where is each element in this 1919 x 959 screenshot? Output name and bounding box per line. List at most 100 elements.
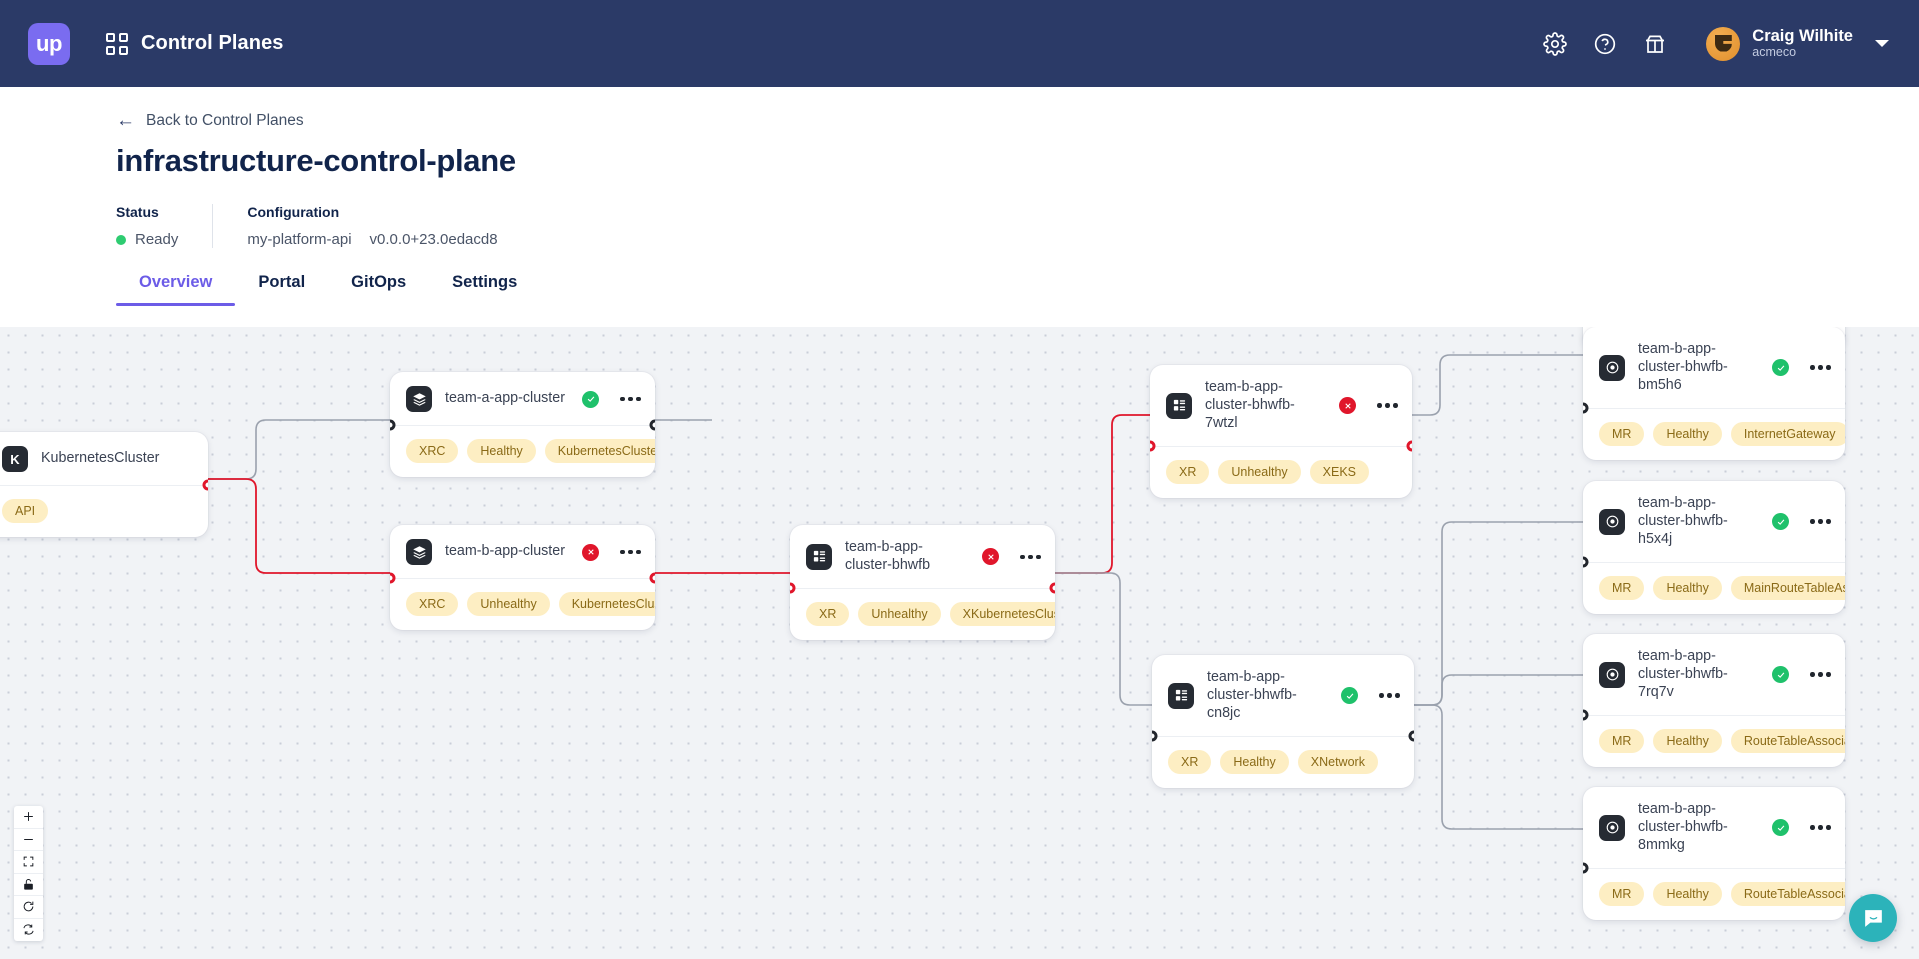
configuration-version: v0.0.0+23.0edacd8 [369, 231, 498, 248]
connection-handle[interactable] [1152, 730, 1158, 742]
node-more-options-button[interactable] [1802, 519, 1831, 525]
node-chip: Unhealthy [1218, 459, 1301, 484]
node-chips: MRHealthyRouteTableAssociation [1583, 867, 1845, 920]
node-more-options-button[interactable] [1012, 554, 1041, 560]
marketplace-icon[interactable] [1642, 31, 1668, 57]
node-more-options-button[interactable] [612, 396, 641, 402]
connection-handle[interactable] [649, 572, 655, 584]
status-unhealthy-icon [1339, 397, 1357, 415]
connection-handle[interactable] [1583, 862, 1589, 874]
connection-handle[interactable] [202, 479, 208, 491]
connection-handle[interactable] [1583, 556, 1589, 568]
node-chip: RouteTableAssociation [1730, 728, 1845, 753]
help-question-icon[interactable] [1592, 31, 1618, 57]
status-block: Status Ready [116, 204, 212, 248]
node-more-options-button[interactable] [1369, 403, 1398, 409]
upbound-logo[interactable]: up [28, 22, 70, 65]
zoom-out-button[interactable] [14, 829, 43, 851]
page-title: infrastructure-control-plane [116, 143, 516, 178]
configuration-name[interactable]: my-platform-api [247, 231, 352, 248]
fit-view-button[interactable] [14, 851, 43, 874]
mr-target-icon [1599, 508, 1625, 535]
node-chip: KubernetesCluster [544, 439, 655, 463]
xr-grid-icon [806, 543, 832, 570]
node-chips: MRHealthyMainRouteTableAssociation [1583, 561, 1845, 614]
graph-edges [208, 354, 1583, 830]
node-chips: XR Unhealthy XEKS [1150, 445, 1412, 498]
node-chip: XR [1166, 459, 1210, 484]
lock-button[interactable] [14, 874, 43, 896]
user-name: Craig Wilhite [1752, 26, 1853, 45]
node-more-options-button[interactable] [612, 549, 641, 555]
sync-button[interactable] [14, 919, 43, 942]
page-header: ← Back to Control Planes infrastructure-… [0, 87, 1919, 306]
refresh-button[interactable] [14, 896, 43, 919]
connection-handle[interactable] [649, 419, 655, 431]
chat-launcher-button[interactable] [1849, 894, 1897, 942]
nav-control-planes[interactable]: Control Planes [106, 32, 284, 55]
connection-handle[interactable] [390, 419, 396, 431]
node-chip: Unhealthy [858, 601, 941, 626]
connection-handle[interactable] [1408, 730, 1414, 742]
connection-handle[interactable] [790, 582, 796, 594]
user-menu[interactable]: Craig Wilhite acmeco [1706, 26, 1889, 61]
node-chip: Unhealthy [467, 592, 550, 616]
settings-gear-icon[interactable] [1542, 31, 1568, 57]
configuration-label: Configuration [247, 204, 340, 220]
node-chip: Healthy [1653, 421, 1722, 446]
node-chip: XR [806, 601, 850, 626]
node-name: KubernetesCluster [41, 450, 160, 467]
tab-settings[interactable]: Settings [452, 273, 518, 291]
chevron-down-icon[interactable] [1875, 40, 1889, 47]
status-label: Status [116, 204, 159, 220]
connection-handle[interactable] [1583, 709, 1589, 721]
status-healthy-icon [1772, 666, 1790, 684]
node-chip: MR [1599, 421, 1645, 446]
node-name: team-b-app-cluster-bhwfb-cn8jc [1207, 669, 1297, 721]
status-healthy-icon [1341, 687, 1359, 705]
connection-handle[interactable] [1150, 440, 1156, 452]
node-name: team-b-app-cluster-bhwfb-7rq7v [1638, 648, 1728, 700]
node-chip: Healthy [1220, 749, 1289, 774]
chat-bubble-icon [1864, 909, 1882, 927]
tab-overview[interactable]: Overview [116, 273, 236, 306]
node-more-options-button[interactable] [1802, 825, 1831, 831]
tab-gitops[interactable]: GitOps [351, 273, 407, 291]
node-name: team-b-app-cluster-bhwfb-8mmkg [1638, 801, 1728, 853]
node-chip: XEKS [1309, 459, 1370, 484]
arrow-left-icon: ← [116, 110, 135, 131]
status-dot-icon [116, 234, 126, 245]
node-name: team-b-app-cluster-bhwfb [845, 539, 931, 573]
mr-target-icon [1599, 354, 1625, 381]
connection-handle[interactable] [390, 572, 396, 584]
back-to-control-planes-link[interactable]: ← Back to Control Planes [116, 111, 304, 130]
connection-handle[interactable] [1049, 582, 1055, 594]
kubernetes-icon: K [2, 446, 28, 472]
node-chip: InternetGateway [1730, 421, 1845, 446]
node-more-options-button[interactable] [1371, 693, 1400, 699]
mr-target-icon [1599, 661, 1625, 688]
node-more-options-button[interactable] [1802, 365, 1831, 371]
node-chip: API [2, 499, 49, 523]
node-chip: MR [1599, 728, 1645, 753]
zoom-in-button[interactable] [14, 806, 43, 829]
tab-portal[interactable]: Portal [258, 273, 306, 291]
status-healthy-icon [1772, 819, 1790, 837]
connection-handle[interactable] [1583, 402, 1589, 414]
node-more-options-button[interactable] [1802, 672, 1831, 678]
back-link-label: Back to Control Planes [146, 111, 304, 129]
connection-handle[interactable] [1406, 440, 1412, 452]
